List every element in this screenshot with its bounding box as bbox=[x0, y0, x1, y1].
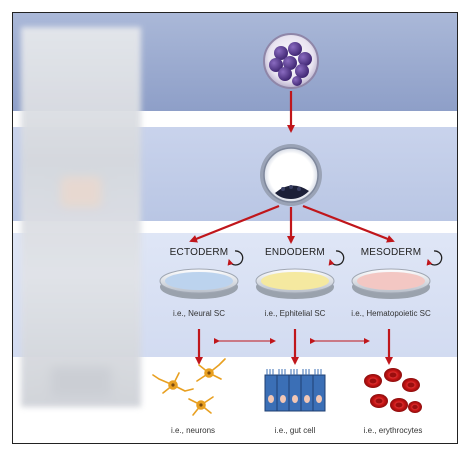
dish-medium-endoderm bbox=[261, 272, 329, 290]
stem-cell-example: i.e., Neural SC bbox=[172, 309, 226, 318]
layer-name: ECTODERM bbox=[169, 247, 229, 258]
cycle-arrow-icon bbox=[227, 250, 244, 266]
petri-dish-icon bbox=[255, 268, 335, 299]
erythrocyte-icon bbox=[364, 368, 422, 413]
neuron-icon bbox=[152, 358, 226, 416]
dish-medium-mesoderm bbox=[357, 272, 425, 290]
gut-cell-icon bbox=[264, 369, 326, 412]
lineage-diagram bbox=[152, 33, 443, 416]
figure-frame: ECTODERM ENDODERM MESODERM i.e., Neural … bbox=[12, 12, 458, 444]
blurred-sidebar bbox=[21, 27, 141, 407]
cell-type-label: i.e., gut cell bbox=[274, 426, 316, 435]
dish-medium-ectoderm bbox=[165, 272, 233, 290]
layer-name: ENDODERM bbox=[265, 247, 325, 258]
morula-icon bbox=[263, 33, 319, 89]
stem-cell-example: i.e., Hematopoietic SC bbox=[351, 309, 431, 318]
cycle-arrow-icon bbox=[328, 250, 345, 266]
layer-name: MESODERM bbox=[360, 247, 422, 258]
cell-type-label: i.e., neurons bbox=[170, 426, 216, 435]
stem-cell-example: i.e., Ephitelial SC bbox=[264, 309, 326, 318]
cell-type-label: i.e., erythrocytes bbox=[363, 426, 423, 435]
cycle-arrow-icon bbox=[426, 250, 443, 266]
blastocyst-icon bbox=[260, 144, 322, 206]
petri-dish-icon bbox=[351, 268, 431, 299]
petri-dish-icon bbox=[159, 268, 239, 299]
